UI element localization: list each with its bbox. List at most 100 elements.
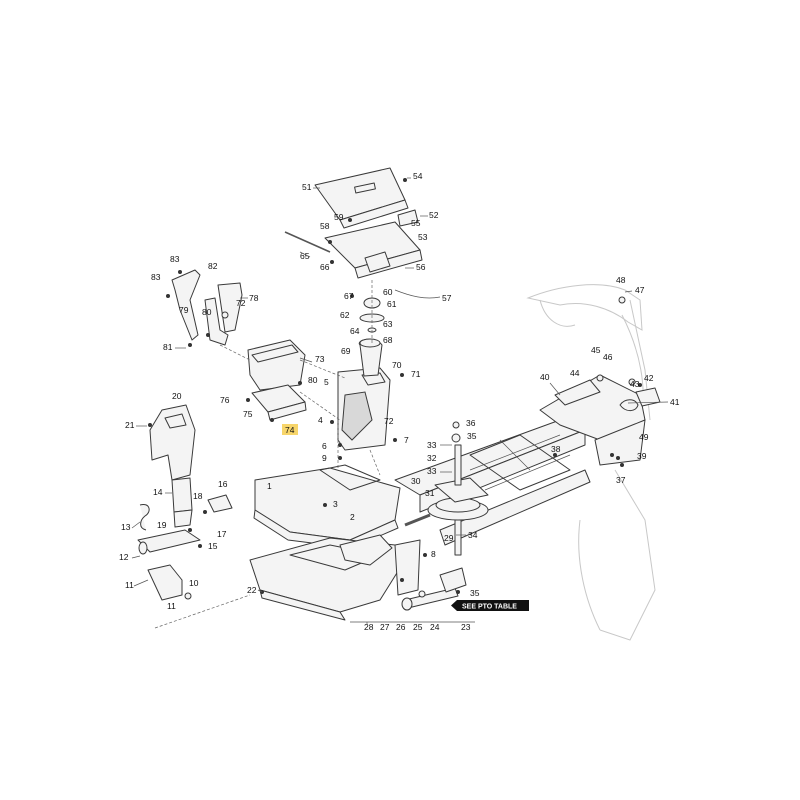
callout-44: 44: [570, 368, 580, 378]
lower-shaft: [401, 567, 467, 611]
callout-9: 9: [322, 453, 327, 463]
callout-70: 70: [392, 360, 402, 370]
callout-23: 23: [461, 622, 471, 632]
callout-labels: 1 2 3 4 5 6 7 8 9 10 11 11 12 13 14 15 1…: [119, 171, 680, 632]
callout-45: 45: [591, 345, 601, 355]
callout-66: 66: [320, 262, 330, 272]
callout-49: 49: [639, 432, 649, 442]
leader-lines: [131, 177, 669, 625]
callout-8: 8: [431, 549, 436, 559]
callout-25: 25: [413, 622, 423, 632]
callout-3: 3: [333, 499, 338, 509]
callout-55: 55: [411, 218, 421, 228]
callout-74: 74: [285, 425, 295, 435]
callout-47: 47: [635, 285, 645, 295]
callout-11b: 11: [167, 601, 176, 611]
callout-41: 41: [670, 397, 680, 407]
callout-30: 30: [411, 476, 421, 486]
seat-plate-assembly: [284, 167, 441, 299]
callout-71: 71: [411, 369, 421, 379]
callout-79: 79: [179, 305, 189, 315]
callout-51: 51: [302, 182, 312, 192]
callout-58: 58: [320, 221, 330, 231]
callout-12: 12: [119, 552, 129, 562]
callout-62: 62: [340, 310, 350, 320]
callout-15: 15: [208, 541, 218, 551]
callout-54: 54: [413, 171, 423, 181]
callout-35b: 35: [470, 588, 480, 598]
callout-35a: 35: [467, 431, 477, 441]
assembly-guides: [219, 344, 381, 476]
callout-29: 29: [444, 533, 454, 543]
side-panel: [149, 404, 196, 481]
callout-19: 19: [157, 520, 167, 530]
callout-31: 31: [425, 488, 435, 498]
callout-59: 59: [334, 212, 344, 222]
callout-7: 7: [404, 435, 409, 445]
callout-81: 81: [163, 342, 173, 352]
callout-22: 22: [247, 585, 257, 595]
callout-60: 60: [383, 287, 393, 297]
callout-13: 13: [121, 522, 131, 532]
callout-27: 27: [380, 622, 390, 632]
callout-65: 65: [300, 251, 310, 261]
callout-75: 75: [243, 409, 253, 419]
callout-83b: 83: [151, 272, 161, 282]
callout-52: 52: [429, 210, 439, 220]
ghost-body-outline: [526, 284, 656, 641]
callout-57: 57: [442, 293, 452, 303]
callout-43: 43: [630, 379, 640, 389]
steering-column: [337, 280, 391, 451]
callout-4: 4: [318, 415, 323, 425]
highlight-74: [282, 424, 298, 435]
callout-6: 6: [322, 441, 327, 451]
callout-68: 68: [383, 335, 393, 345]
callout-64: 64: [350, 326, 360, 336]
right-brackets: [596, 296, 661, 407]
callout-1: 1: [267, 481, 272, 491]
callout-83a: 83: [170, 254, 180, 264]
callout-21: 21: [125, 420, 135, 430]
callout-28: 28: [364, 622, 374, 632]
pto-pulley: [404, 421, 489, 556]
callout-69: 69: [341, 346, 351, 356]
callout-17: 17: [217, 529, 227, 539]
pedal-bracket-group: [171, 269, 243, 346]
callout-82: 82: [208, 261, 218, 271]
callout-24: 24: [430, 622, 440, 632]
lower-chassis: [249, 534, 421, 621]
linkage-group: [137, 477, 251, 629]
callout-11a: 11: [125, 580, 134, 590]
callout-38: 38: [551, 444, 561, 454]
callout-72a: 72: [236, 298, 246, 308]
callout-80a: 80: [202, 307, 212, 317]
see-pto-table-label: SEE PTO TABLE: [462, 604, 517, 611]
callout-32: 32: [427, 453, 437, 463]
callout-61: 61: [387, 299, 397, 309]
callout-33b: 33: [427, 466, 437, 476]
callout-26: 26: [396, 622, 406, 632]
callout-63: 63: [383, 319, 393, 329]
cover-panels: [247, 339, 307, 421]
callout-72b: 72: [384, 416, 394, 426]
callout-37: 37: [616, 475, 626, 485]
callout-80b: 80: [308, 375, 318, 385]
callout-16: 16: [218, 479, 228, 489]
callout-18: 18: [193, 491, 203, 501]
callout-36: 36: [466, 418, 476, 428]
callout-5: 5: [324, 377, 329, 387]
callout-10: 10: [189, 578, 199, 588]
callout-42: 42: [644, 373, 654, 383]
see-pto-table-tag[interactable]: SEE PTO TABLE: [451, 600, 529, 611]
callout-40: 40: [540, 372, 550, 382]
callout-48: 48: [616, 275, 626, 285]
callout-76: 76: [220, 395, 230, 405]
main-frame: [394, 374, 646, 546]
callout-2: 2: [350, 512, 355, 522]
callout-33a: 33: [427, 440, 437, 450]
callout-53: 53: [418, 232, 428, 242]
callout-46: 46: [603, 352, 613, 362]
callout-14: 14: [153, 487, 163, 497]
callout-78: 78: [249, 293, 259, 303]
